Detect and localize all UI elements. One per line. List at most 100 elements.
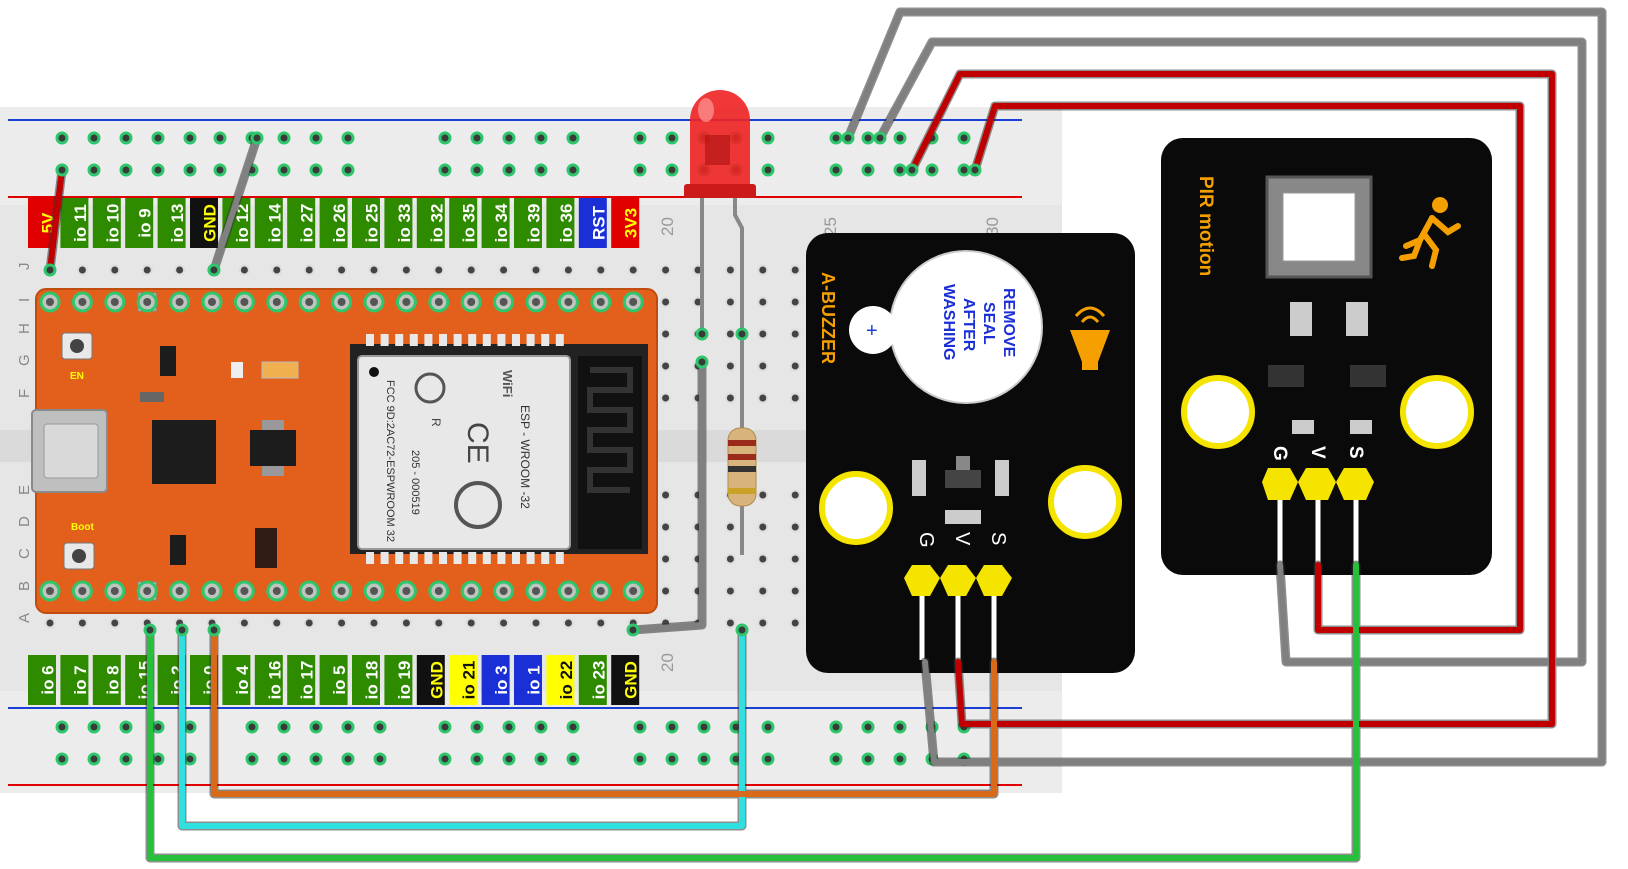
terminal-hole [724, 360, 736, 372]
pin-label-bg [416, 198, 445, 248]
rail-hole [861, 752, 875, 766]
rail-hole [502, 163, 516, 177]
terminal-hole [660, 521, 672, 533]
pin-label-bg [546, 198, 575, 248]
row-letter: I [16, 298, 33, 302]
rail-hole [55, 131, 69, 145]
terminal-hole [498, 264, 510, 276]
terminal-hole [238, 264, 250, 276]
orange-wire-buzzer-signal [211, 627, 997, 797]
rail-hole [534, 720, 548, 734]
rail-hole [502, 720, 516, 734]
module-fcc-text: FCC 9D:2AC72-ESPWROOM 32 [384, 380, 396, 542]
rail-hole [829, 720, 843, 734]
row-letter: C [16, 548, 33, 559]
pin-label-bg [514, 655, 542, 705]
rail-hole [213, 163, 227, 177]
pir-module: PIR motion G V S [1161, 138, 1492, 575]
rail-hole [566, 720, 580, 734]
rail-hole [925, 163, 939, 177]
pin-label: io 5 [330, 665, 349, 694]
gray-wire-pir-gnd [877, 39, 1585, 665]
column-number-30-top: 30 [983, 217, 1002, 236]
terminal-hole [757, 489, 769, 501]
terminal-hole [724, 264, 736, 276]
wifi-logo-text: WiFi [500, 370, 515, 397]
terminal-hole [757, 521, 769, 533]
terminal-hole [303, 617, 315, 629]
pin-label-bg [28, 655, 56, 705]
pin-label: io 10 [103, 204, 122, 243]
terminal-hole [627, 264, 639, 276]
wires [43, 7, 1607, 863]
rail-hole [438, 752, 452, 766]
terminal-hole [562, 617, 574, 629]
seal-text-line-2: SEAL [980, 302, 997, 345]
rail-hole [861, 131, 875, 145]
rail-hole [183, 163, 197, 177]
rail-hole [245, 720, 259, 734]
pin-label-bg [352, 198, 380, 248]
rail-hole [633, 131, 647, 145]
terminal-hole [109, 617, 121, 629]
buzzer-title: A-BUZZER [818, 272, 838, 364]
pin-label: io 18 [362, 661, 381, 700]
rail-hole [309, 131, 323, 145]
pin-label: 3V3 [622, 208, 641, 238]
column-number-25-top: 25 [821, 217, 840, 236]
terminal-hole [465, 617, 477, 629]
pin-label: GND [622, 661, 641, 699]
rail-hole [341, 752, 355, 766]
pin-label-bg [287, 198, 316, 248]
pin-label-bg [611, 655, 640, 705]
pin-label-bg [254, 655, 283, 705]
rail-hole [665, 752, 679, 766]
terminal-hole [789, 521, 801, 533]
pin-label-bg [254, 198, 283, 248]
pin-label: io 26 [330, 204, 349, 243]
terminal-hole [368, 264, 380, 276]
terminal-hole [660, 392, 672, 404]
terminal-hole [271, 617, 283, 629]
rail-hole [633, 163, 647, 177]
rail-hole [566, 752, 580, 766]
pin-label: RST [589, 205, 608, 240]
rail-hole [119, 720, 133, 734]
rail-hole [697, 720, 711, 734]
module-model-text: ESP - WROOM -32 [518, 405, 532, 509]
terminal-hole [724, 521, 736, 533]
rail-hole [633, 720, 647, 734]
rail-hole [87, 720, 101, 734]
buzzer-module: A-BUZZER + REMOVE SEAL AFTER WASHING G V… [806, 233, 1135, 673]
pin-label-bg [287, 655, 316, 705]
rail-hole [566, 163, 580, 177]
pin-label: io 4 [233, 665, 252, 695]
terminal-hole [724, 585, 736, 597]
pin-label: io 14 [265, 203, 284, 242]
rail-hole [893, 752, 907, 766]
terminal-hole [336, 264, 348, 276]
rail-hole [470, 131, 484, 145]
pir-pin-label-v: V [1307, 446, 1328, 459]
rail-hole [502, 752, 516, 766]
terminal-hole [789, 553, 801, 565]
rail-hole [502, 131, 516, 145]
pin-label: io 11 [71, 204, 90, 242]
red-led [684, 90, 756, 330]
rail-hole [55, 720, 69, 734]
rail-hole [829, 131, 843, 145]
rail-hole [893, 163, 907, 177]
rail-hole [761, 131, 775, 145]
rail-hole [438, 720, 452, 734]
running-person-icon [1399, 197, 1461, 269]
buzzer-pin-label-s: S [987, 532, 1009, 545]
rail-hole [470, 720, 484, 734]
terminal-hole [757, 617, 769, 629]
rail-hole [633, 752, 647, 766]
rail-hole [893, 720, 907, 734]
pin-label: io 17 [298, 661, 317, 700]
pir-title: PIR motion [1195, 176, 1216, 276]
terminal-hole [789, 296, 801, 308]
